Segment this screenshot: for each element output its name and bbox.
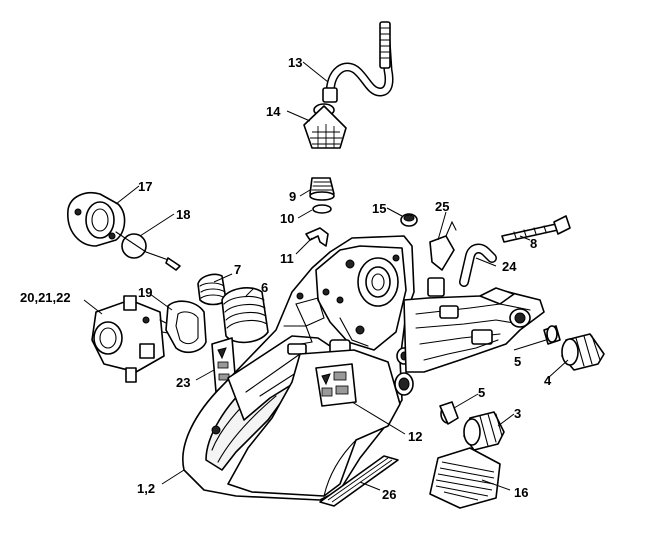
callout-20-21-22: 20,21,22: [20, 290, 71, 305]
part-large-spring: [221, 287, 269, 344]
leader-lines: [83, 61, 569, 491]
part-clip: [305, 227, 329, 247]
callout-8: 8: [530, 236, 537, 251]
callout-25: 25: [435, 199, 449, 214]
part-plug: [400, 213, 418, 227]
callout-13: 13: [288, 55, 302, 70]
callout-23: 23: [176, 375, 190, 390]
callout-26: 26: [382, 487, 396, 502]
part-rear-pad: [429, 447, 501, 509]
part-lever: [429, 220, 457, 271]
part-intake-boot: [67, 192, 126, 247]
callout-14: 14: [266, 104, 281, 119]
part-fuel-filter: [303, 103, 347, 149]
part-av-mount-upper: [543, 325, 605, 371]
callout-1-2: 1,2: [137, 481, 155, 496]
part-hose: [459, 243, 497, 287]
callout-5-lower: 5: [478, 385, 485, 400]
callout-6: 6: [261, 280, 268, 295]
callout-15: 15: [372, 201, 386, 216]
callout-labels: 13 14 17 18 9 10 15 25 8 11 24 7 6 20,21…: [20, 55, 552, 502]
part-gasket: [165, 300, 207, 354]
callout-24: 24: [502, 259, 517, 274]
callout-9: 9: [289, 189, 296, 204]
callout-12: 12: [408, 429, 422, 444]
callout-3: 3: [514, 406, 521, 421]
part-cap-valve: [309, 177, 335, 214]
callout-19: 19: [138, 285, 152, 300]
part-oring-cable: [115, 231, 181, 271]
part-main-housing: [182, 235, 545, 501]
callout-7: 7: [234, 262, 241, 277]
callout-16: 16: [514, 485, 528, 500]
part-grip-strip: [319, 455, 399, 507]
part-bolt: [501, 215, 571, 243]
callout-11: 11: [280, 251, 294, 266]
part-av-mount-lower: [439, 401, 505, 451]
callout-10: 10: [280, 211, 294, 226]
callout-17: 17: [138, 179, 152, 194]
part-carburetor: [91, 295, 175, 383]
callout-18: 18: [176, 207, 190, 222]
callout-4: 4: [544, 373, 552, 388]
part-fuel-hose: [322, 21, 394, 103]
callout-5-upper: 5: [514, 354, 521, 369]
